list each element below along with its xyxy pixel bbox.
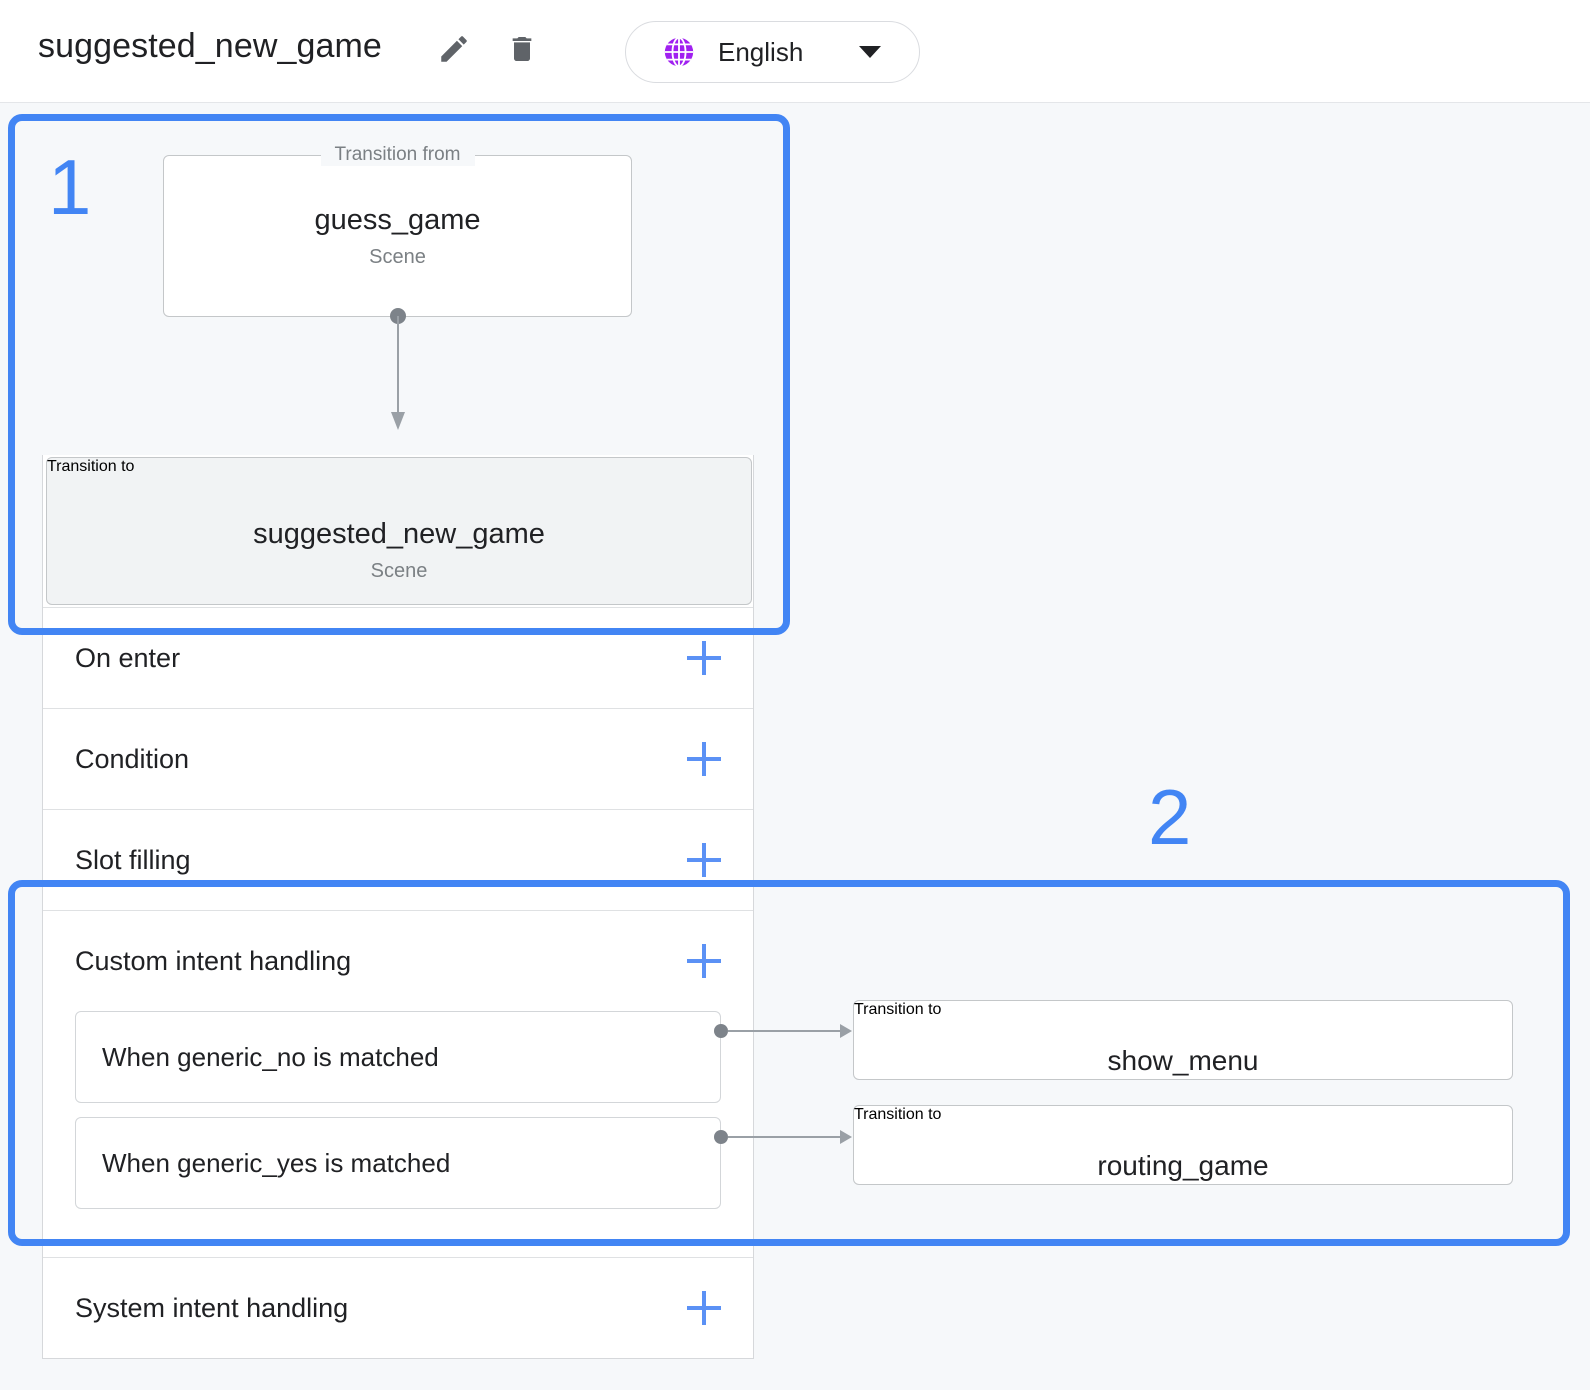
add-custom-intent-icon[interactable]	[687, 944, 721, 978]
header-bar: suggested_new_game English	[0, 0, 1590, 103]
section-system-intent-handling[interactable]: System intent handling	[43, 1257, 753, 1358]
custom-intent-list: When generic_no is matched When generic_…	[43, 1011, 753, 1257]
transition-from-type: Scene	[369, 246, 426, 268]
connector-line	[728, 1136, 840, 1138]
scene-editor-canvas: Transition from guess_game Scene Transit…	[0, 103, 1590, 1390]
connector-line	[728, 1030, 840, 1032]
page-title: suggested_new_game	[38, 27, 382, 65]
language-label: English	[718, 36, 804, 67]
add-system-intent-icon[interactable]	[687, 1291, 721, 1325]
scene-properties-panel: Transition to suggested_new_game Scene O…	[42, 455, 754, 1359]
list-item[interactable]: When generic_yes is matched	[75, 1117, 721, 1209]
transition-from-box[interactable]: Transition from guess_game Scene	[163, 144, 632, 317]
connector-generic-yes	[714, 1130, 854, 1144]
delete-scene-button[interactable]	[500, 29, 544, 73]
transition-to-routing-game-box[interactable]: Transition to routing_game	[853, 1105, 1513, 1185]
add-condition-icon[interactable]	[687, 742, 721, 776]
transition-to-show-menu-box[interactable]: Transition to show_menu	[853, 1000, 1513, 1080]
transition-to-routing-game-legend: Transition to	[854, 1106, 942, 1123]
section-slot-filling[interactable]: Slot filling	[43, 809, 753, 910]
add-slot-filling-icon[interactable]	[687, 843, 721, 877]
scene-sections-list: On enter Condition Slot filling	[43, 607, 753, 1358]
transition-arrow	[390, 308, 406, 433]
connector-dot-icon	[714, 1130, 728, 1144]
section-condition-label: Condition	[75, 743, 190, 774]
section-on-enter[interactable]: On enter	[43, 607, 753, 708]
transition-to-show-menu-legend: Transition to	[854, 1001, 942, 1018]
section-slot-filling-label: Slot filling	[75, 844, 191, 875]
connector-arrowhead-icon	[840, 1024, 852, 1038]
section-custom-intent-handling[interactable]: Custom intent handling When generic_no i…	[43, 910, 753, 1257]
section-custom-intent-handling-label: Custom intent handling	[75, 945, 352, 976]
chevron-down-icon[interactable]	[859, 46, 881, 58]
pencil-icon	[437, 32, 471, 71]
list-item[interactable]: When generic_no is matched	[75, 1011, 721, 1103]
globe-icon	[662, 35, 696, 69]
transition-to-current-box[interactable]: Transition to suggested_new_game Scene	[46, 457, 752, 605]
transition-to-current-legend: Transition to	[47, 458, 135, 475]
transition-to-current-name: suggested_new_game	[253, 518, 545, 550]
connector-generic-no	[714, 1024, 854, 1038]
connector-dot-icon	[714, 1024, 728, 1038]
transition-to-show-menu-name: show_menu	[1107, 1045, 1259, 1076]
language-selector[interactable]: English	[625, 21, 920, 83]
transition-from-legend: Transition from	[320, 144, 475, 166]
edit-scene-button[interactable]	[432, 29, 476, 73]
connector-arrowhead-icon	[840, 1130, 852, 1144]
section-on-enter-label: On enter	[75, 642, 181, 673]
custom-intent-generic-yes-label: When generic_yes is matched	[102, 1147, 451, 1178]
trash-icon	[506, 33, 538, 70]
custom-intent-generic-no-label: When generic_no is matched	[102, 1041, 439, 1072]
transition-from-name: guess_game	[314, 204, 481, 236]
add-on-enter-icon[interactable]	[687, 641, 721, 675]
transition-to-routing-game-name: routing_game	[1097, 1150, 1269, 1181]
transition-to-current-type: Scene	[370, 560, 428, 582]
section-system-intent-handling-label: System intent handling	[75, 1292, 349, 1323]
section-condition[interactable]: Condition	[43, 708, 753, 809]
